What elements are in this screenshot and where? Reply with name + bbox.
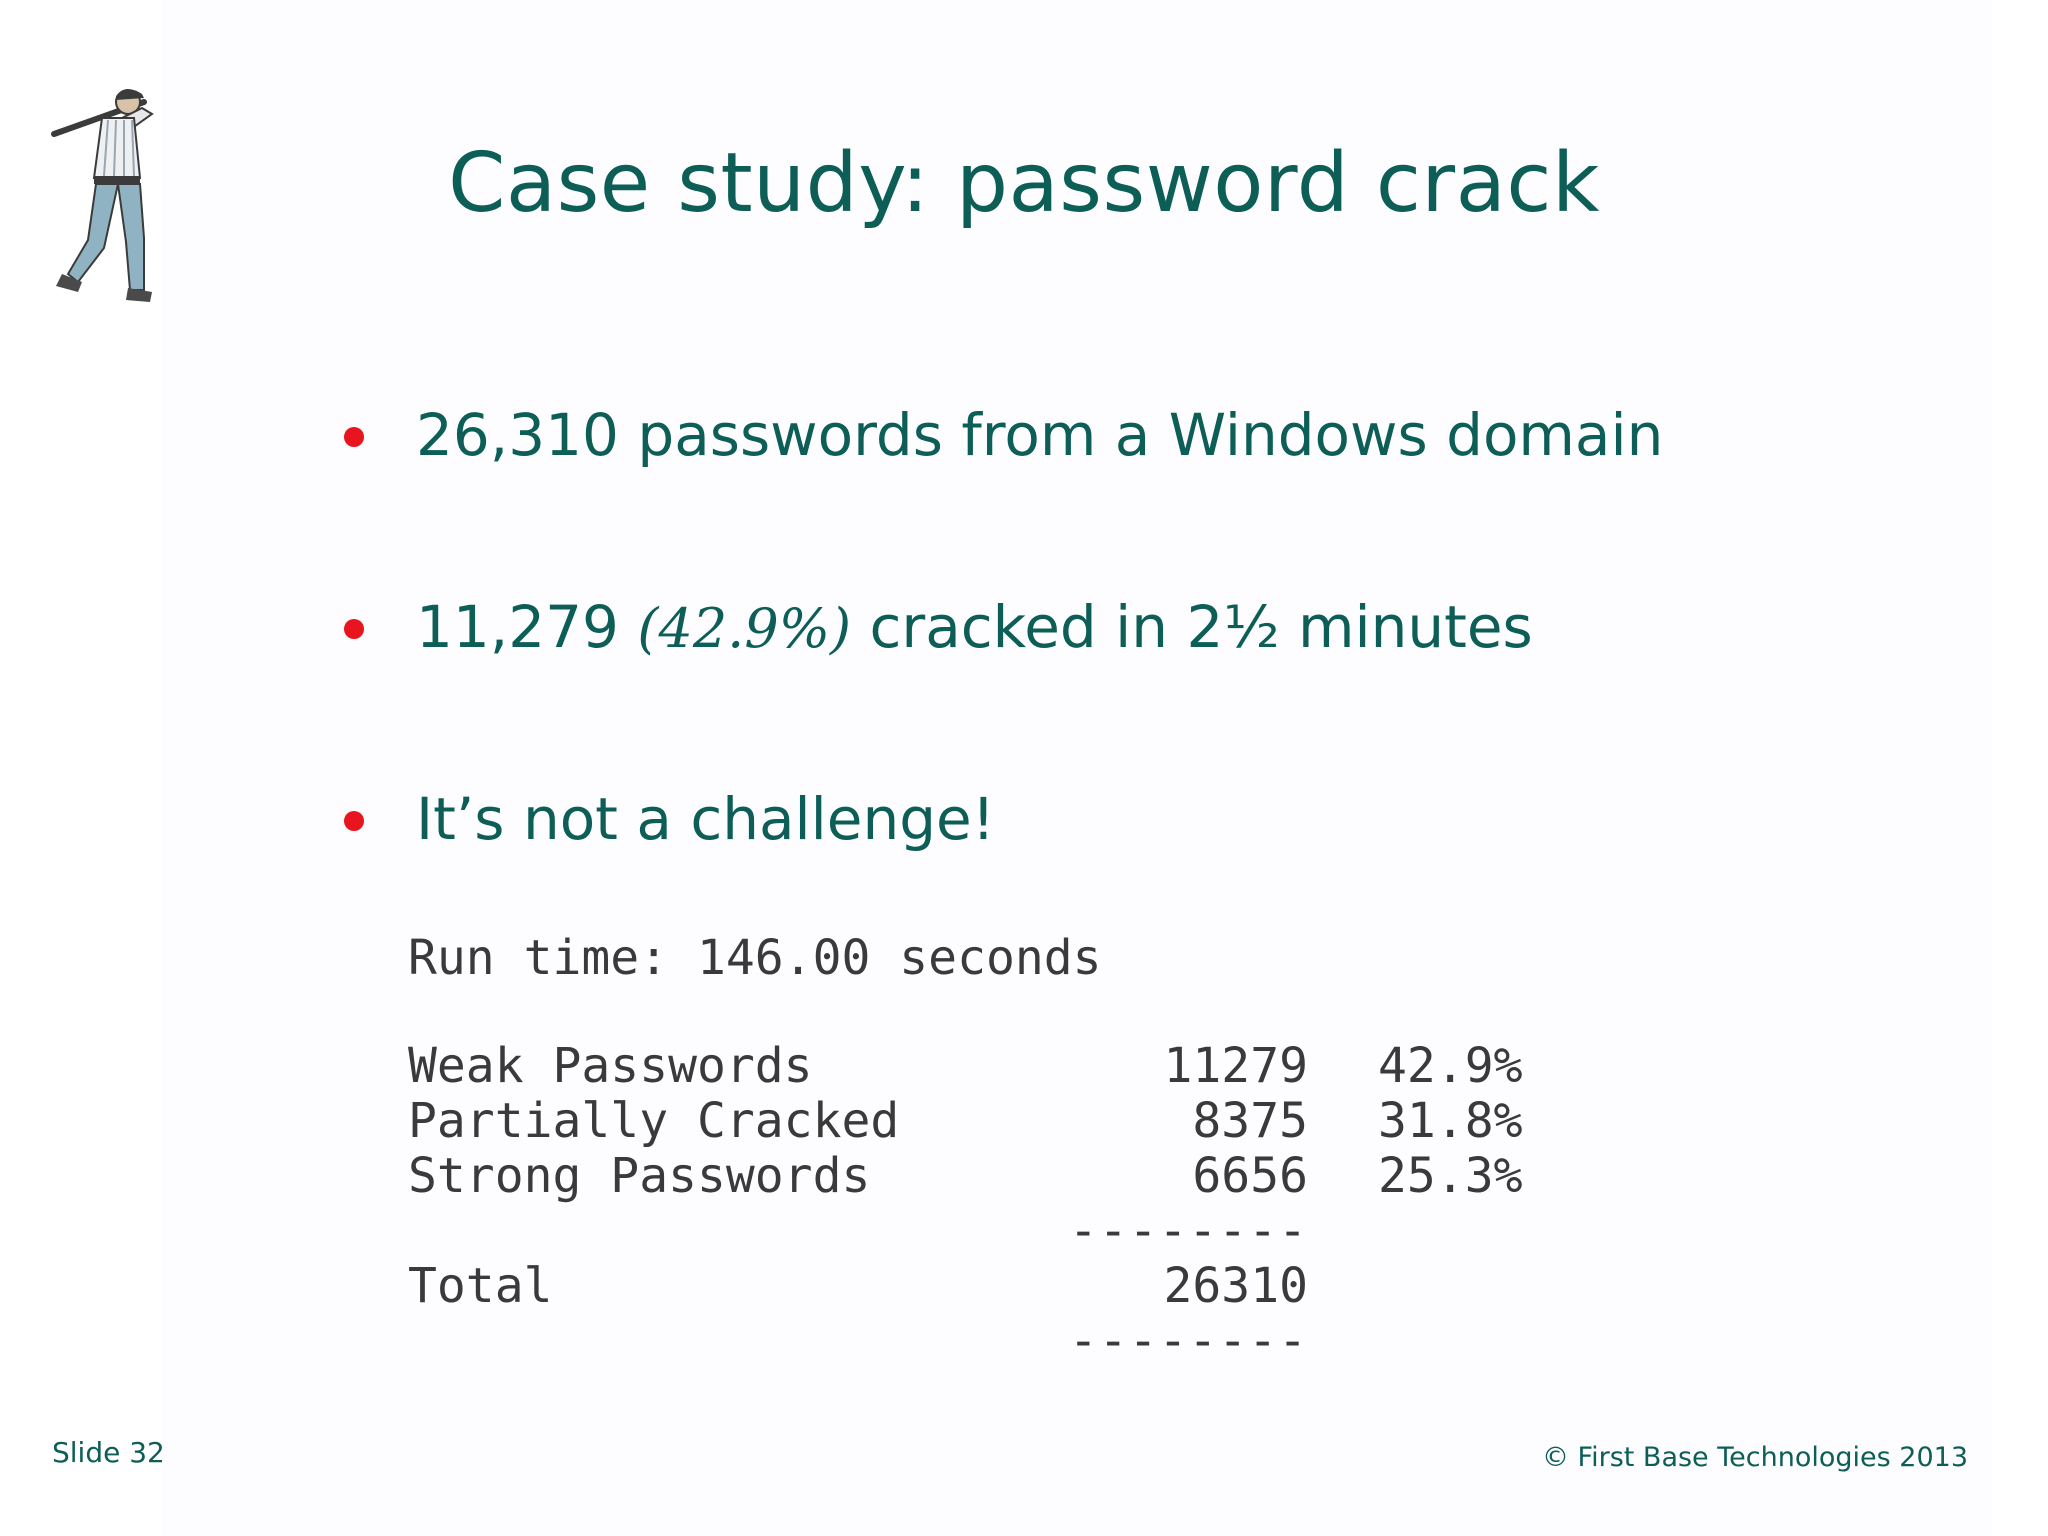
result-label: Weak Passwords <box>408 1038 813 1094</box>
total-label: Total <box>408 1258 553 1314</box>
separator-rule: -------- <box>1068 1313 1308 1369</box>
result-label: Strong Passwords <box>408 1148 871 1204</box>
result-percent: 31.8% <box>1378 1093 1523 1149</box>
bullet-dot-icon <box>344 811 364 831</box>
slide-number: Slide 32 <box>52 1436 165 1469</box>
result-count: 8375 <box>1192 1093 1308 1149</box>
result-label: Partially Cracked <box>408 1093 900 1149</box>
slide-background <box>162 0 1992 1536</box>
result-count: 6656 <box>1192 1148 1308 1204</box>
bullet-text-end: cracked in 2½ minutes <box>851 593 1533 661</box>
result-percent: 42.9% <box>1378 1038 1523 1094</box>
bullet-text-start: 11,279 <box>416 593 638 661</box>
total-count: 26310 <box>1163 1258 1309 1314</box>
bullet-dot-icon <box>344 619 364 639</box>
bullet-text: 26,310 passwords from a Windows domain <box>416 401 1664 469</box>
slide-title: Case study: password crack <box>0 136 2048 231</box>
slide-title-text: Case study: password crack <box>448 136 1600 231</box>
separator-rule: -------- <box>1068 1203 1308 1259</box>
bullet-dot-icon <box>344 427 364 447</box>
bullet-text: 11,279 (42.9%) cracked in 2½ minutes <box>416 582 1533 674</box>
copyright-notice: © First Base Technologies 2013 <box>1541 1442 1968 1473</box>
result-count: 11279 <box>1163 1038 1309 1094</box>
run-time-line: Run time: 146.00 seconds <box>408 930 1102 986</box>
result-percent: 25.3% <box>1378 1148 1523 1204</box>
crack-results-output: Run time: 146.00 seconds Weak Passwords … <box>408 930 1638 1380</box>
bullet-text: It’s not a challenge! <box>416 785 995 853</box>
bullet-text-percentage: (42.9%) <box>637 597 852 660</box>
baseball-batter-icon <box>51 89 154 302</box>
